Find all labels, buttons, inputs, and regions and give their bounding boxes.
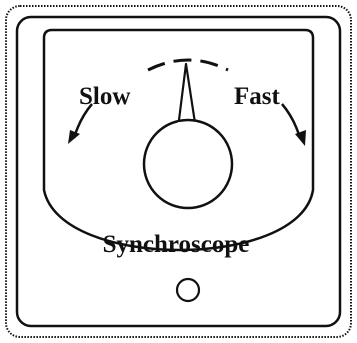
instrument-name-label: Synchroscope: [103, 231, 250, 258]
slow-label: Slow: [79, 83, 130, 110]
pointer-hub: [144, 120, 232, 208]
fast-label: Fast: [234, 83, 281, 110]
pointer-neck: [177, 122, 199, 132]
adjuster-screw: [177, 279, 199, 301]
